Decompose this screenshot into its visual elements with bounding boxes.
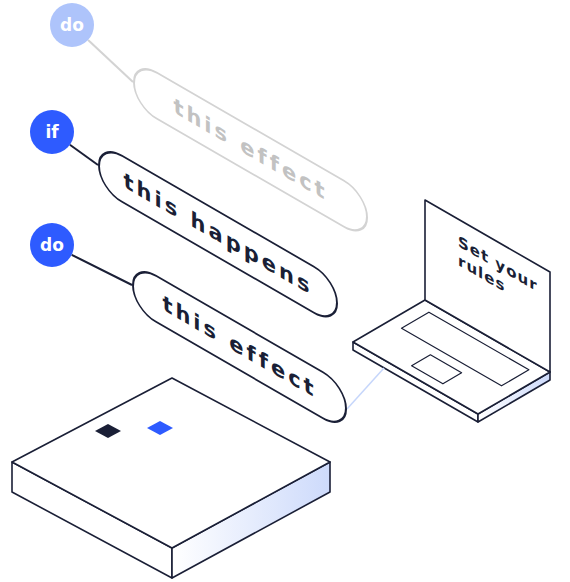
rule-connector	[72, 255, 132, 285]
rule-connector	[88, 40, 133, 82]
indicator-blue	[147, 421, 173, 435]
badge-label: do	[60, 17, 84, 34]
indicator-dark	[95, 424, 121, 438]
pill-text: this effect	[173, 93, 327, 206]
badge-label: do	[40, 237, 64, 254]
laptop	[353, 200, 550, 422]
step-badge: do	[50, 3, 94, 47]
rule-connector	[70, 145, 98, 165]
badge-label: if	[45, 124, 58, 141]
link-line	[347, 368, 384, 409]
step-badge: do	[30, 223, 74, 267]
step-badge: if	[30, 110, 74, 154]
device-box	[12, 378, 330, 578]
